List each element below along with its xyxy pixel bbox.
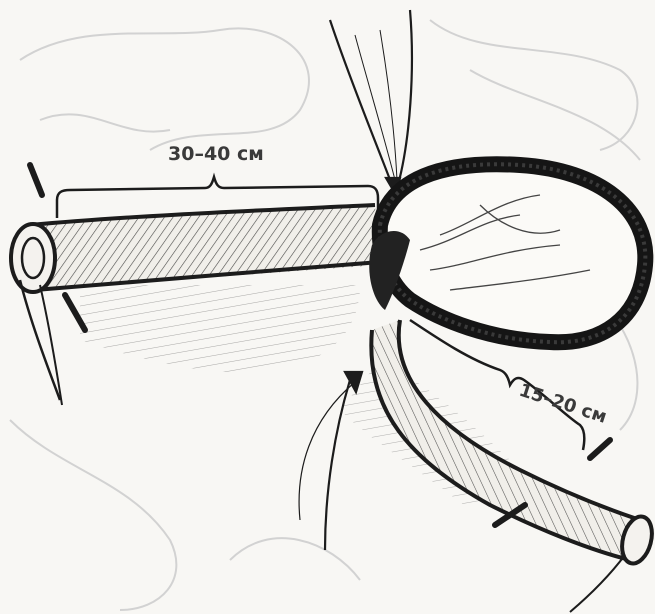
resected-bowel-loop — [369, 164, 645, 342]
upper-ligature — [330, 10, 412, 195]
lower-length-label: 15–20 см — [516, 380, 609, 428]
bowel-lumen-opening — [11, 224, 55, 292]
upper-length-label: 30–40 см — [168, 143, 264, 165]
